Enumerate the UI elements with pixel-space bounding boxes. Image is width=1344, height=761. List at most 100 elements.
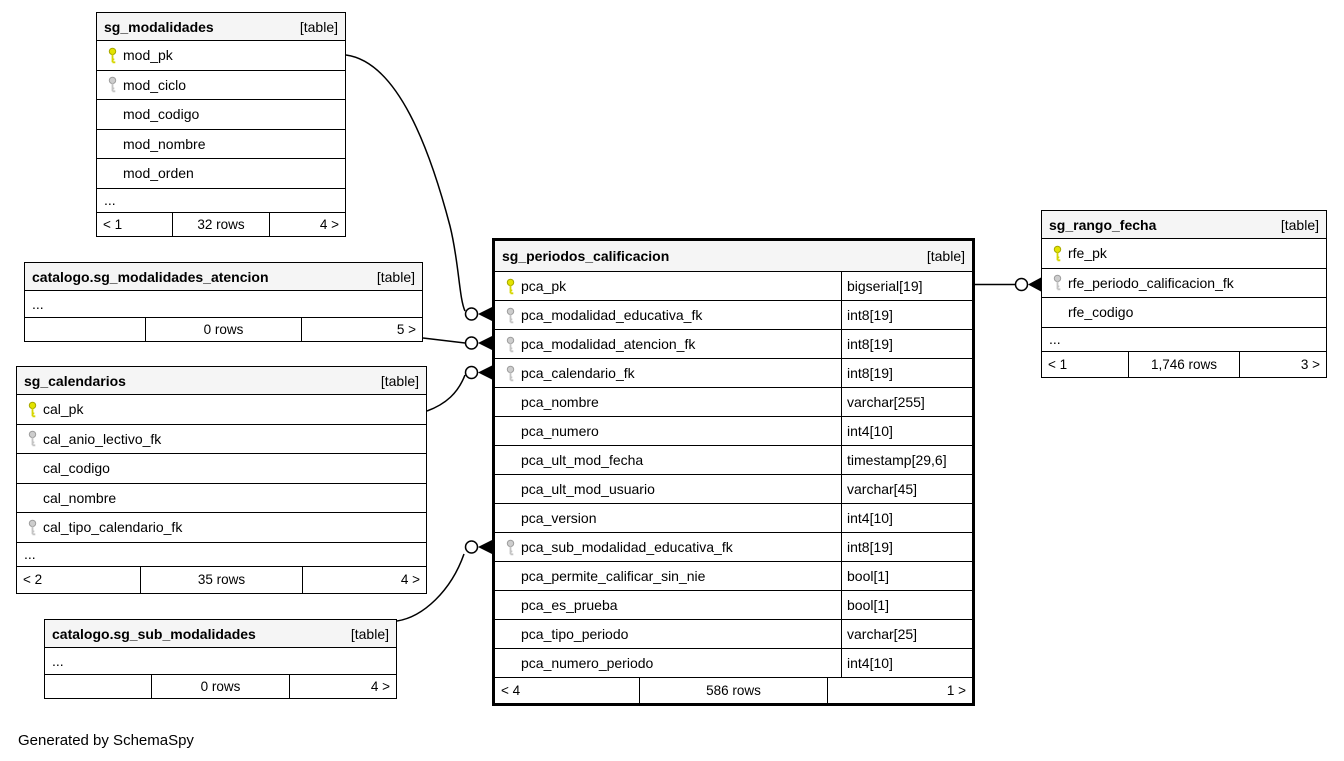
- table-title[interactable]: catalogo.sg_modalidades_atencion: [32, 268, 269, 285]
- footer-prev-count: < 4: [501, 683, 521, 698]
- column-name: rfe_periodo_calificacion_fk: [1068, 274, 1234, 291]
- column-name: pca_tipo_periodo: [521, 626, 629, 642]
- column-type: bigserial[19]: [841, 272, 972, 300]
- table-title[interactable]: sg_calendarios: [24, 372, 126, 389]
- table-sg_modalidades[interactable]: sg_modalidades [table] mod_pk mod_ciclo …: [96, 12, 346, 237]
- column-row: pca_nombre varchar[255]: [495, 388, 972, 417]
- column-name: mod_ciclo: [123, 76, 187, 93]
- column-name: cal_pk: [43, 401, 84, 418]
- column-row: pca_version int4[10]: [495, 504, 972, 533]
- footer-prev-count: [45, 675, 151, 698]
- column-type: timestamp[29,6]: [841, 446, 972, 474]
- column-name: pca_nombre: [521, 394, 599, 410]
- column-row: mod_nombre: [97, 130, 345, 159]
- column-row: pca_es_prueba bool[1]: [495, 591, 972, 620]
- table-sg_periodos_calificacion[interactable]: sg_periodos_calificacion [table] pca_pk …: [492, 238, 975, 706]
- table-sg_rango_fecha[interactable]: sg_rango_fecha [table] rfe_pk rfe_period…: [1041, 210, 1327, 378]
- column-row: mod_codigo: [97, 100, 345, 130]
- footer-prev-count: < 2: [23, 572, 43, 587]
- column-name: pca_modalidad_educativa_fk: [521, 307, 703, 323]
- table-badge: [table]: [350, 625, 389, 642]
- table-title[interactable]: sg_rango_fecha: [1049, 216, 1157, 233]
- column-row: rfe_periodo_calificacion_fk: [1042, 269, 1326, 298]
- column-name: cal_tipo_calendario_fk: [43, 519, 183, 536]
- footer-next-count: 5 >: [396, 322, 416, 337]
- column-name: pca_sub_modalidad_educativa_fk: [521, 539, 733, 555]
- column-row: cal_tipo_calendario_fk: [17, 513, 426, 543]
- foreign-key-icon: [499, 336, 521, 353]
- column-name: cal_nombre: [43, 489, 117, 506]
- table-footer: < 1 32 rows 4 >: [97, 212, 345, 236]
- zero-one-marker: [1014, 277, 1029, 292]
- footer-row-count: 0 rows: [144, 318, 303, 341]
- column-row: cal_pk: [17, 395, 426, 425]
- column-name: cal_anio_lectivo_fk: [43, 430, 162, 447]
- foreign-key-icon: [499, 307, 521, 324]
- column-name: pca_ult_mod_fecha: [521, 452, 644, 468]
- column-row: cal_nombre: [17, 484, 426, 513]
- generated-by-note: Generated by SchemaSpy: [18, 732, 194, 749]
- more-columns-ellipsis: ...: [1042, 328, 1326, 352]
- table-footer: < 4 586 rows 1 >: [495, 678, 972, 703]
- crow-foot-icon: [478, 307, 492, 321]
- column-name: pca_ult_mod_usuario: [521, 481, 655, 497]
- column-row: pca_ult_mod_usuario varchar[45]: [495, 475, 972, 504]
- more-columns-ellipsis: ...: [17, 543, 426, 567]
- column-type: int4[10]: [841, 649, 972, 677]
- table-sg_calendarios[interactable]: sg_calendarios [table] cal_pk cal_anio_l…: [16, 366, 427, 594]
- table-title[interactable]: sg_periodos_calificacion: [502, 248, 670, 264]
- column-name: pca_calendario_fk: [521, 365, 635, 381]
- column-name: pca_pk: [521, 278, 567, 294]
- table-footer: 0 rows 5 >: [25, 318, 422, 341]
- table-header: catalogo.sg_modalidades_atencion [table]: [25, 263, 422, 291]
- column-name: rfe_pk: [1068, 245, 1107, 262]
- table-footer: < 1 1,746 rows 3 >: [1042, 351, 1326, 377]
- foreign-key-icon: [101, 76, 123, 93]
- column-row: rfe_pk: [1042, 239, 1326, 269]
- column-row: cal_anio_lectivo_fk: [17, 425, 426, 454]
- more-columns-ellipsis: ...: [45, 648, 396, 675]
- table-catalogo-sg_sub_modalidades[interactable]: catalogo.sg_sub_modalidades [table] ... …: [44, 619, 397, 699]
- table-badge: [table]: [380, 372, 419, 389]
- column-name: mod_orden: [123, 165, 194, 182]
- table-title[interactable]: sg_modalidades: [104, 18, 214, 35]
- column-row: pca_permite_calificar_sin_nie bool[1]: [495, 562, 972, 591]
- crow-foot-icon: [1028, 277, 1041, 292]
- foreign-key-icon: [21, 430, 43, 447]
- footer-next-count: 4 >: [370, 679, 391, 694]
- column-name: pca_numero: [521, 423, 599, 439]
- footer-next-count: 4 >: [400, 572, 420, 587]
- column-row: pca_numero int4[10]: [495, 417, 972, 446]
- footer-next-count: 1 >: [946, 683, 966, 698]
- column-row: pca_ult_mod_fecha timestamp[29,6]: [495, 446, 972, 475]
- table-catalogo-sg_modalidades_atencion[interactable]: catalogo.sg_modalidades_atencion [table]…: [24, 262, 423, 342]
- table-header: sg_rango_fecha [table]: [1042, 211, 1326, 239]
- column-name: mod_nombre: [123, 135, 206, 152]
- column-type: varchar[25]: [841, 620, 972, 648]
- footer-row-count: 0 rows: [150, 675, 291, 698]
- column-row: mod_pk: [97, 41, 345, 71]
- column-type: int4[10]: [841, 417, 972, 445]
- footer-prev-count: < 1: [103, 216, 123, 232]
- table-header: sg_periodos_calificacion [table]: [495, 241, 972, 272]
- column-name: pca_es_prueba: [521, 597, 618, 613]
- table-header: sg_calendarios [table]: [17, 367, 426, 395]
- column-row: pca_modalidad_atencion_fk int8[19]: [495, 330, 972, 359]
- column-type: varchar[45]: [841, 475, 972, 503]
- footer-prev-count: < 1: [1048, 356, 1068, 372]
- column-row: pca_sub_modalidad_educativa_fk int8[19]: [495, 533, 972, 562]
- table-title[interactable]: catalogo.sg_sub_modalidades: [52, 625, 256, 642]
- column-row: rfe_codigo: [1042, 298, 1326, 328]
- primary-key-icon: [1046, 245, 1068, 262]
- crow-foot-icon: [478, 540, 492, 554]
- connector-modalidades_atencion-to-pca_modalidad_atencion_fk: [422, 337, 466, 344]
- table-badge: [table]: [1280, 216, 1319, 233]
- table-header: catalogo.sg_sub_modalidades [table]: [45, 620, 396, 648]
- table-badge: [table]: [299, 18, 338, 35]
- footer-row-count: 586 rows: [638, 678, 829, 703]
- column-type: varchar[255]: [841, 388, 972, 416]
- column-type: int8[19]: [841, 533, 972, 561]
- footer-prev-count: [25, 318, 145, 341]
- column-type: int8[19]: [841, 330, 972, 358]
- column-type: bool[1]: [841, 591, 972, 619]
